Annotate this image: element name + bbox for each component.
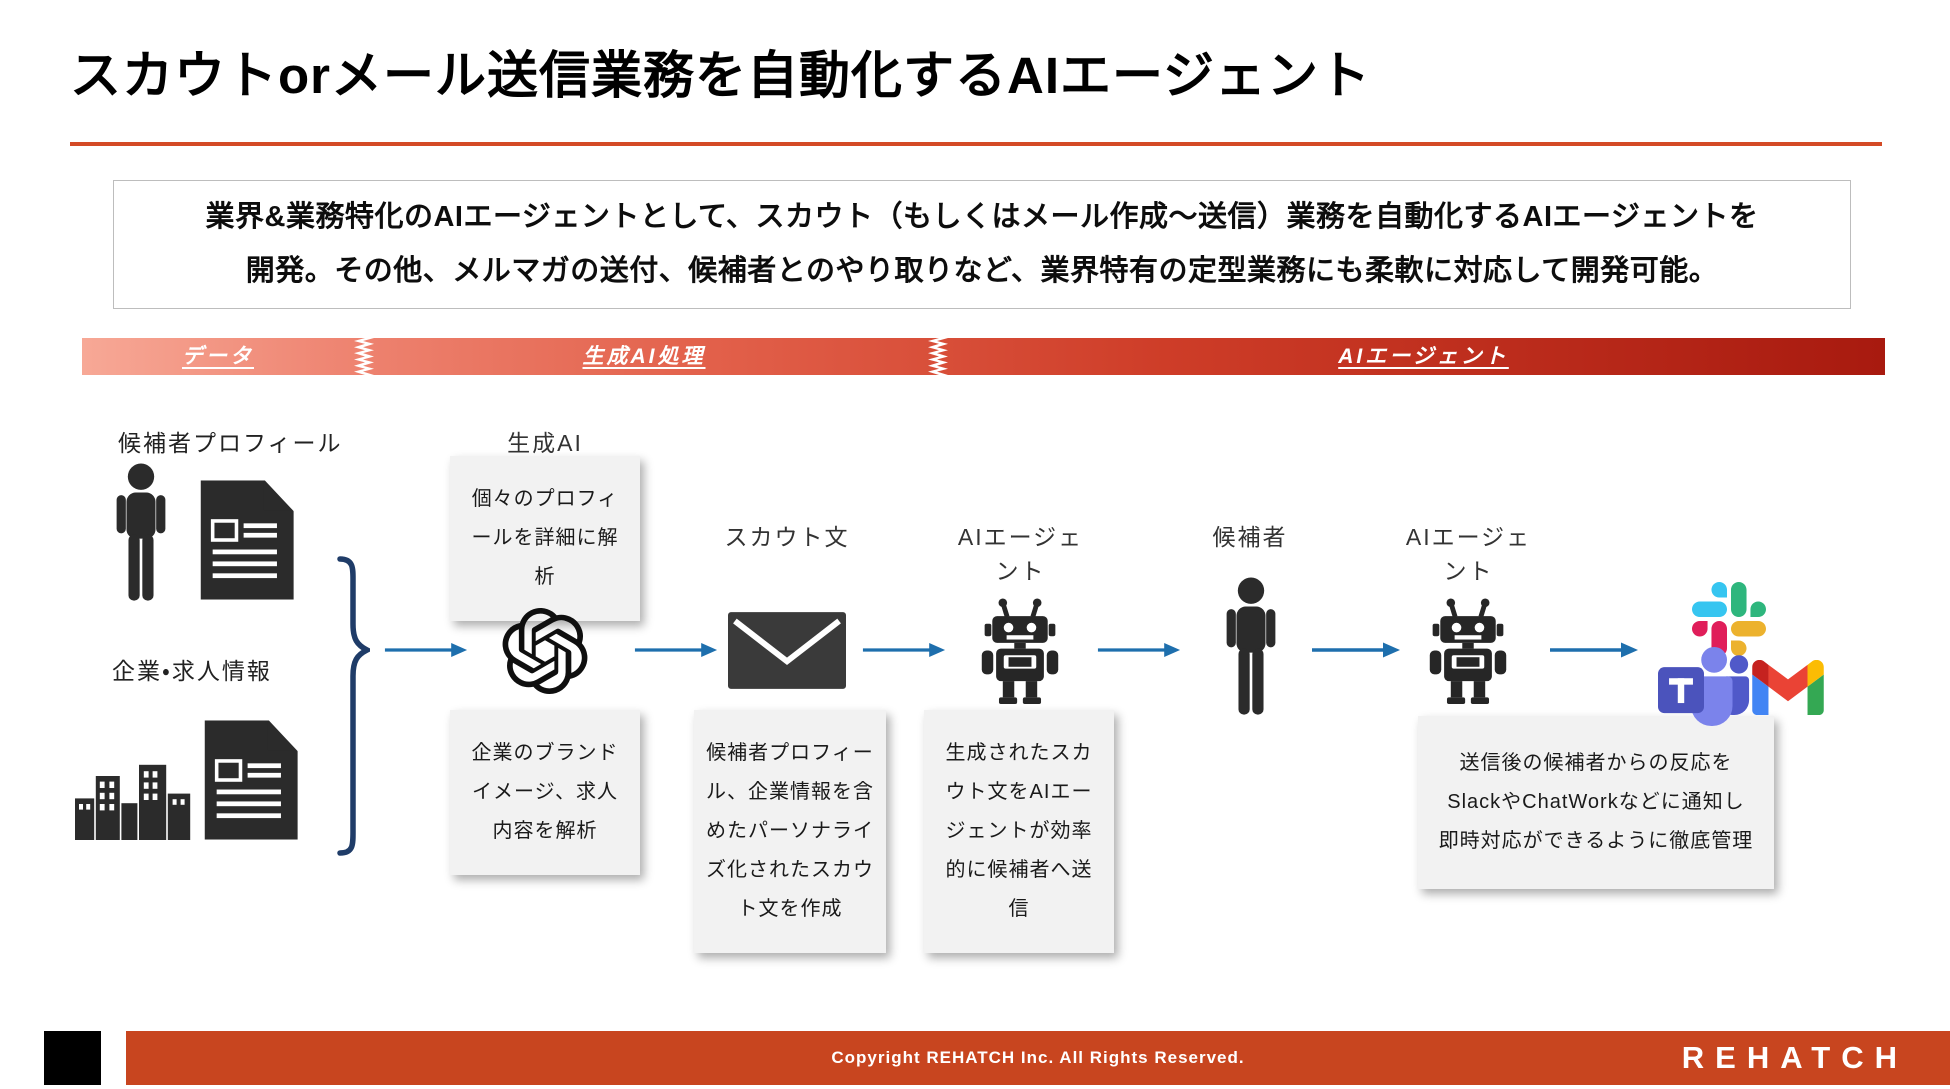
page-title: スカウトorメール送信業務を自動化するAIエージェント bbox=[70, 47, 1371, 104]
flow-arrow bbox=[1550, 642, 1638, 658]
document-icon bbox=[204, 718, 300, 840]
buildings-icon bbox=[75, 764, 191, 840]
note-brand-analysis: 企業のブランドイメージ、求人内容を解析 bbox=[450, 710, 640, 875]
note-profile-analysis: 個々のプロフィールを詳細に解析 bbox=[450, 456, 640, 621]
note-personalized-scout: 候補者プロフィール、企業情報を含めたパーソナライズ化されたスカウト文を作成 bbox=[694, 710, 886, 953]
banner-section-genai: 生成AI処理 bbox=[582, 345, 706, 368]
teams-logo bbox=[1658, 646, 1750, 727]
banner-section-agent: AIエージェント bbox=[1338, 345, 1509, 368]
person-icon bbox=[1226, 577, 1276, 715]
title-underline bbox=[70, 142, 1882, 146]
step-label-ai-agent-1: AIエージェント bbox=[957, 524, 1084, 584]
input-label-company-job-info: 企業・求人情報 bbox=[112, 658, 272, 684]
note-notification-management: 送信後の候補者からの反応をSlackやChatWorkなどに通知し即時対応ができ… bbox=[1418, 716, 1774, 889]
footer-copyright: Copyright REHATCH Inc. All Rights Reserv… bbox=[831, 1048, 1245, 1067]
flow-arrow bbox=[862, 643, 946, 657]
openai-logo bbox=[502, 608, 588, 694]
phase-banner: データ 生成AI処理 AIエージェント bbox=[82, 338, 1885, 375]
footer-bar: Copyright REHATCH Inc. All Rights Reserv… bbox=[126, 1031, 1950, 1085]
description-line-1: 業界&業務特化のAIエージェントとして、スカウト（もしくはメール作成〜送信）業務… bbox=[205, 201, 1759, 233]
slack-logo bbox=[1692, 582, 1766, 656]
flow-arrow bbox=[634, 643, 718, 657]
brace-icon bbox=[337, 556, 370, 856]
input-label-candidate-profile: 候補者プロフィール bbox=[118, 430, 343, 456]
step-label-candidate: 候補者 bbox=[1212, 524, 1288, 550]
rehatch-logo: REHATCH bbox=[1681, 1040, 1908, 1075]
footer-black-square bbox=[44, 1031, 101, 1085]
flow-arrow bbox=[1097, 643, 1181, 657]
person-icon bbox=[116, 463, 166, 601]
robot-icon bbox=[1429, 598, 1507, 705]
step-label-genai: 生成AI bbox=[507, 430, 583, 456]
description-box: 業界&業務特化のAIエージェントとして、スカウト（もしくはメール作成〜送信）業務… bbox=[113, 180, 1851, 310]
step-label-scout-message: スカウト文 bbox=[724, 524, 850, 550]
step-label-ai-agent-2: AIエージェント bbox=[1405, 524, 1532, 584]
gmail-logo bbox=[1752, 660, 1824, 715]
flow-arrow bbox=[1312, 642, 1400, 658]
banner-section-data: データ bbox=[182, 345, 254, 368]
document-icon bbox=[200, 478, 296, 600]
robot-icon bbox=[981, 598, 1059, 705]
flow-arrow bbox=[384, 643, 468, 657]
envelope-icon bbox=[728, 612, 846, 689]
zigzag-divider bbox=[354, 338, 374, 375]
description-line-2: 開発。その他、メルマガの送付、候補者とのやり取りなど、業界特有の定型業務にも柔軟… bbox=[245, 254, 1719, 287]
note-agent-send: 生成されたスカウト文をAIエージェントが効率的に候補者へ送信 bbox=[924, 710, 1114, 953]
zigzag-divider bbox=[928, 338, 948, 375]
